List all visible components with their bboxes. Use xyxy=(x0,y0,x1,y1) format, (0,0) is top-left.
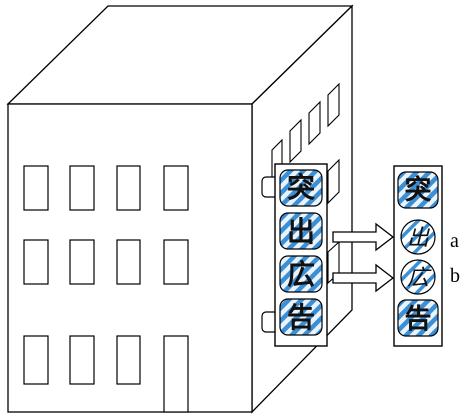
side-window xyxy=(289,118,302,164)
window xyxy=(23,239,49,285)
label-b: b xyxy=(450,265,460,287)
window xyxy=(69,335,95,385)
arrows xyxy=(332,222,395,293)
window xyxy=(23,165,49,211)
window xyxy=(69,165,95,211)
arrow-a-icon xyxy=(332,222,395,252)
side-window xyxy=(327,82,340,128)
detail-cell-2 xyxy=(400,219,436,255)
detail-cell-3 xyxy=(400,259,436,295)
window xyxy=(163,239,189,285)
front-windows xyxy=(23,165,189,413)
window xyxy=(23,335,49,385)
sign-cell-3 xyxy=(279,255,323,293)
arrow-b-icon xyxy=(332,263,395,293)
sign-char-4: 告 xyxy=(287,301,315,334)
side-window xyxy=(308,100,321,146)
door xyxy=(163,335,189,413)
projecting-sign: 突 出 広 告 xyxy=(261,163,328,347)
sign-char-3: 広 xyxy=(287,258,315,291)
detail-char-4: 告 xyxy=(405,304,432,335)
sign-char-1: 突 xyxy=(287,171,315,204)
sign-cell-1 xyxy=(279,169,323,207)
sign-cell-4 xyxy=(279,298,323,336)
sign-cell-2 xyxy=(279,212,323,250)
detail-char-2: 出 xyxy=(407,226,430,251)
label-a: a xyxy=(450,230,459,252)
detail-char-3: 広 xyxy=(407,266,432,291)
window xyxy=(116,335,141,385)
window xyxy=(116,239,141,285)
window xyxy=(69,239,95,285)
detail-cell-1 xyxy=(397,171,439,209)
sign-detail: 突 出 広 告 xyxy=(393,165,443,347)
detail-char-1: 突 xyxy=(405,174,432,206)
window xyxy=(163,165,189,211)
detail-cell-4 xyxy=(397,299,439,337)
window xyxy=(116,165,141,211)
side-window xyxy=(327,158,340,205)
sign-char-2: 出 xyxy=(287,215,315,248)
